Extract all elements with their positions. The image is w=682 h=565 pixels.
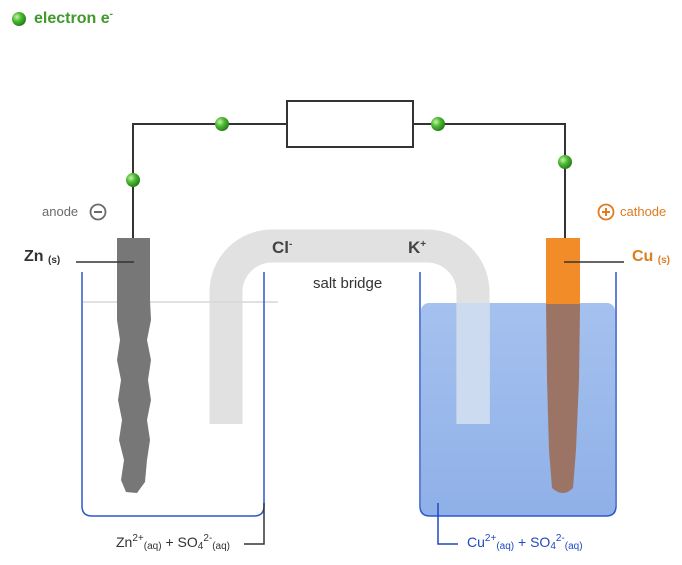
copper-electrode-body xyxy=(546,304,580,493)
copper-symbol: Cu xyxy=(632,248,654,265)
left-anion: SO xyxy=(177,534,198,550)
anode-minus-icon xyxy=(89,203,107,221)
left-solution-leader xyxy=(244,503,265,545)
electron-left-top xyxy=(215,117,229,131)
zinc-symbol: Zn xyxy=(24,248,44,265)
copper-electrode-top xyxy=(546,238,580,304)
right-solution-label: Cu2+(aq) + SO42-(aq) xyxy=(467,533,583,552)
right-anion-sub: 4 xyxy=(550,541,556,552)
cathode-label: cathode xyxy=(620,204,667,219)
right-beaker xyxy=(419,272,617,517)
potassium-charge: + xyxy=(420,239,427,250)
zinc-state: (s) xyxy=(48,255,61,266)
electron-left-vertical xyxy=(126,173,140,187)
chloride-ion-label: Cl- xyxy=(272,238,292,258)
right-anion: SO xyxy=(530,534,551,550)
chloride-charge: - xyxy=(289,239,293,250)
electron-right-vertical xyxy=(558,155,572,169)
anode-label: anode xyxy=(42,204,79,219)
legend-charge: - xyxy=(109,9,113,20)
potassium-symbol: K xyxy=(408,238,421,257)
zinc-label: Zn (s) xyxy=(24,248,60,266)
electron-right-top xyxy=(431,117,445,131)
legend-electron-icon xyxy=(12,12,26,26)
legend-text: electron e xyxy=(34,10,110,27)
left-anion-state: (aq) xyxy=(212,541,231,552)
zinc-electrode-body xyxy=(117,300,151,493)
right-anion-charge: 2- xyxy=(555,533,565,544)
left-anion-charge: 2- xyxy=(203,533,213,544)
copper-label: Cu (s) xyxy=(632,248,670,266)
right-solution-leader xyxy=(437,503,458,545)
salt-bridge-submerged xyxy=(457,303,490,424)
left-cation-charge: 2+ xyxy=(132,533,144,544)
left-cation-state: (aq) xyxy=(143,541,162,552)
right-solution xyxy=(421,303,615,516)
salt-bridge-tube xyxy=(209,229,490,424)
right-anion-state: (aq) xyxy=(564,541,583,552)
left-plus: + xyxy=(165,534,174,550)
potassium-ion-label: K+ xyxy=(408,238,426,258)
resistor xyxy=(286,100,414,148)
right-cation: Cu xyxy=(467,534,485,550)
zinc-electrode-top xyxy=(117,238,150,304)
salt-bridge-label: salt bridge xyxy=(313,275,383,292)
cathode-plus-icon xyxy=(597,203,615,221)
legend-label: electron e- xyxy=(34,9,113,28)
right-plus: + xyxy=(518,534,527,550)
right-cation-charge: 2+ xyxy=(484,533,497,544)
right-cation-state: (aq) xyxy=(496,541,515,552)
left-solution-label: Zn2+(aq) + SO42-(aq) xyxy=(116,533,230,552)
left-cation: Zn xyxy=(116,534,133,550)
left-anion-sub: 4 xyxy=(197,541,204,552)
copper-state: (s) xyxy=(657,255,671,266)
chloride-symbol: Cl xyxy=(272,238,289,257)
